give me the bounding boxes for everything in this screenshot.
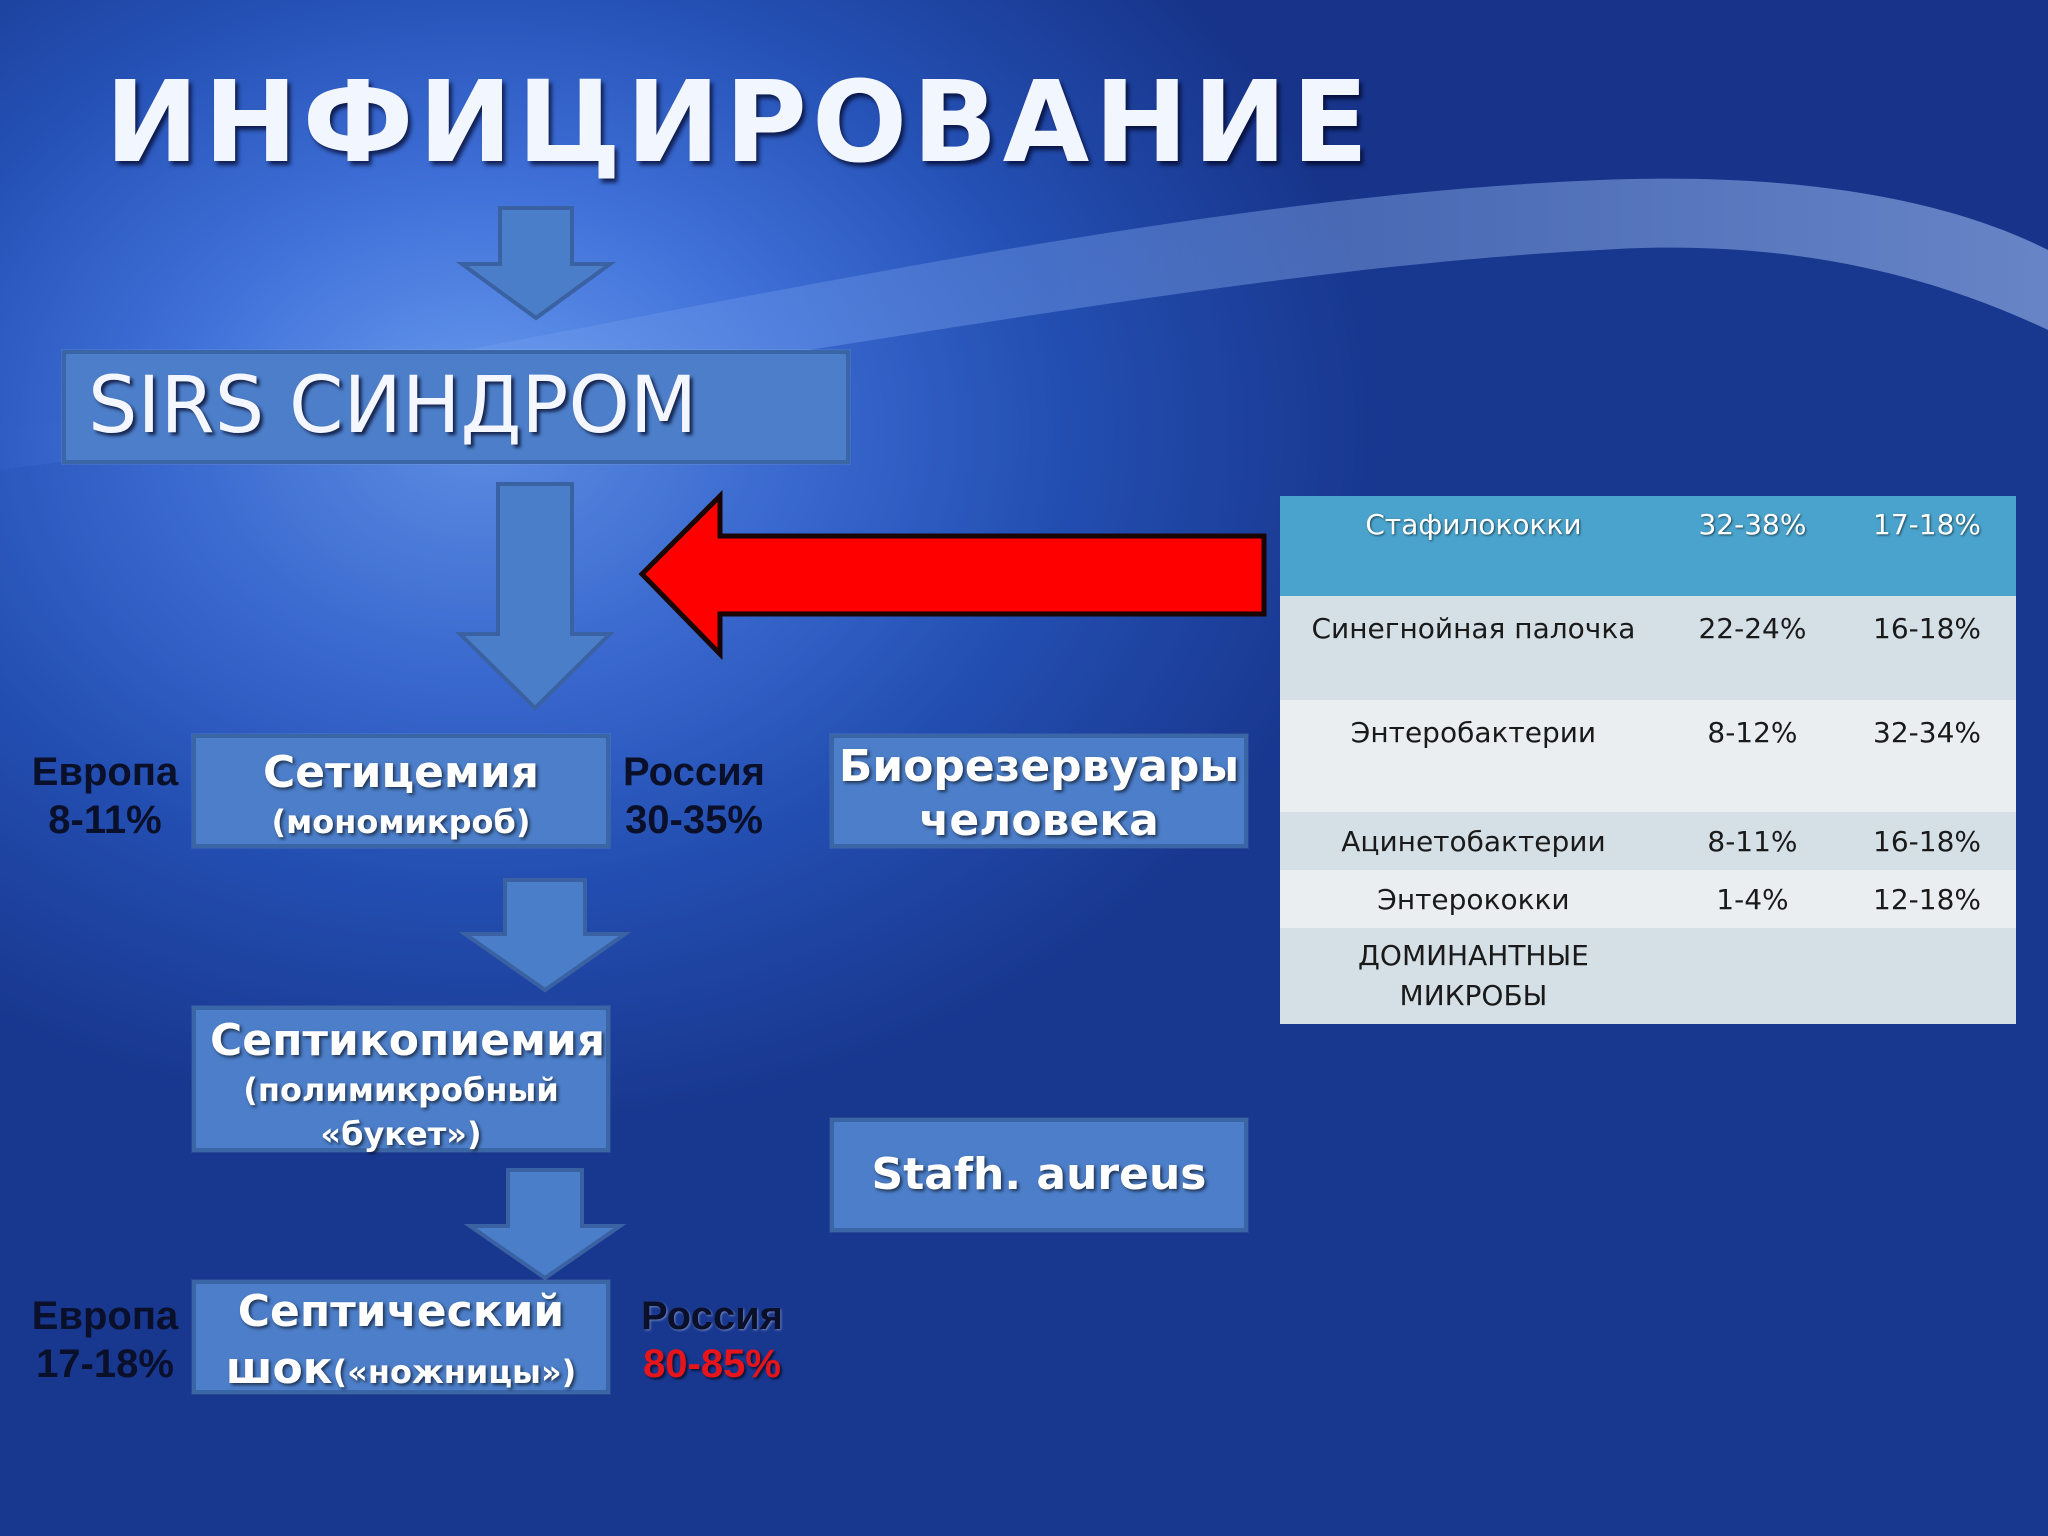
table-cell: Ацинетобактерии <box>1280 812 1667 870</box>
septic-shock-title: Септический <box>237 1286 565 1337</box>
table-cell: 12-18% <box>1838 870 2016 928</box>
septicemia-title: Сетицемия <box>263 747 539 798</box>
russia-label-1: Россия <box>622 750 765 794</box>
europe-stat-2: Европа 17-18% <box>22 1292 188 1388</box>
septic-shock-word: шок <box>225 1343 333 1394</box>
table-row: Энтеробактерии 8-12% 32-34% <box>1280 700 2016 812</box>
table-cell: 16-18% <box>1838 596 2016 700</box>
europe-value-2: 17-18% <box>36 1342 174 1386</box>
bioreservoir-line1: Биорезервуары <box>838 741 1240 792</box>
microbes-table: Стафилококки 32-38% 17-18% Синегнойная п… <box>1280 496 2016 1024</box>
table-cell: 16-18% <box>1838 812 2016 870</box>
table-row: ДОМИНАНТНЫЕ МИКРОБЫ <box>1280 928 2016 1024</box>
europe-stat-1: Европа 8-11% <box>22 748 188 844</box>
table-cell: 22-24% <box>1666 596 1838 700</box>
europe-value-1: 8-11% <box>48 798 162 842</box>
bioreservoir-box: Биорезервуары человека <box>830 734 1248 848</box>
europe-label-1: Европа <box>31 750 179 794</box>
table-cell: Энтеробактерии <box>1280 700 1667 812</box>
russia-value-2: 80-85% <box>643 1342 781 1386</box>
table-cell: 8-11% <box>1666 812 1838 870</box>
sirs-syndrome-box: SIRS СИНДРОМ <box>62 350 850 464</box>
table-cell: Синегнойная палочка <box>1280 596 1667 700</box>
table-cell: Энтерококки <box>1280 870 1667 928</box>
stafh-aureus-label: Stafh. aureus <box>871 1149 1207 1200</box>
russia-value-1: 30-35% <box>625 798 763 842</box>
septicopyemia-box: Септикопиемия (полимикробный «букет») <box>192 1006 610 1153</box>
septic-shock-subtitle: («ножницы») <box>332 1353 577 1391</box>
septicopyemia-subtitle: (полимикробный «букет») <box>243 1071 559 1153</box>
table-cell: 1-4% <box>1666 870 1838 928</box>
table-row: Ацинетобактерии 8-11% 16-18% <box>1280 812 2016 870</box>
bioreservoir-line2: человека <box>919 795 1159 846</box>
stafh-aureus-box: Stafh. aureus <box>830 1118 1248 1232</box>
table-row: Стафилококки 32-38% 17-18% <box>1280 496 2016 596</box>
septicemia-subtitle: (мономикроб) <box>271 803 531 841</box>
table-cell: 32-34% <box>1838 700 2016 812</box>
russia-stat-2: Россия 80-85% <box>628 1292 796 1388</box>
table-cell <box>1666 928 1838 1024</box>
table-cell: ДОМИНАНТНЫЕ МИКРОБЫ <box>1280 928 1667 1024</box>
table-cell: 17-18% <box>1838 496 2016 596</box>
table-cell <box>1838 928 2016 1024</box>
table-cell: 8-12% <box>1666 700 1838 812</box>
table-row: Синегнойная палочка 22-24% 16-18% <box>1280 596 2016 700</box>
septicopyemia-title: Септикопиемия <box>210 1015 606 1066</box>
slide-title: ИНФИЦИРОВАНИЕ <box>105 58 1374 188</box>
table-cell: Стафилококки <box>1280 496 1667 596</box>
septicemia-box: Сетицемия (мономикроб) <box>192 734 610 848</box>
europe-label-2: Европа <box>31 1294 179 1338</box>
sirs-label: SIRS СИНДРОМ <box>88 361 698 451</box>
russia-label-2: Россия <box>640 1294 783 1338</box>
septic-shock-box: Септический шок(«ножницы») <box>192 1280 610 1394</box>
russia-stat-1: Россия 30-35% <box>612 748 776 844</box>
table-row: Энтерококки 1-4% 12-18% <box>1280 870 2016 928</box>
table-cell: 32-38% <box>1666 496 1838 596</box>
